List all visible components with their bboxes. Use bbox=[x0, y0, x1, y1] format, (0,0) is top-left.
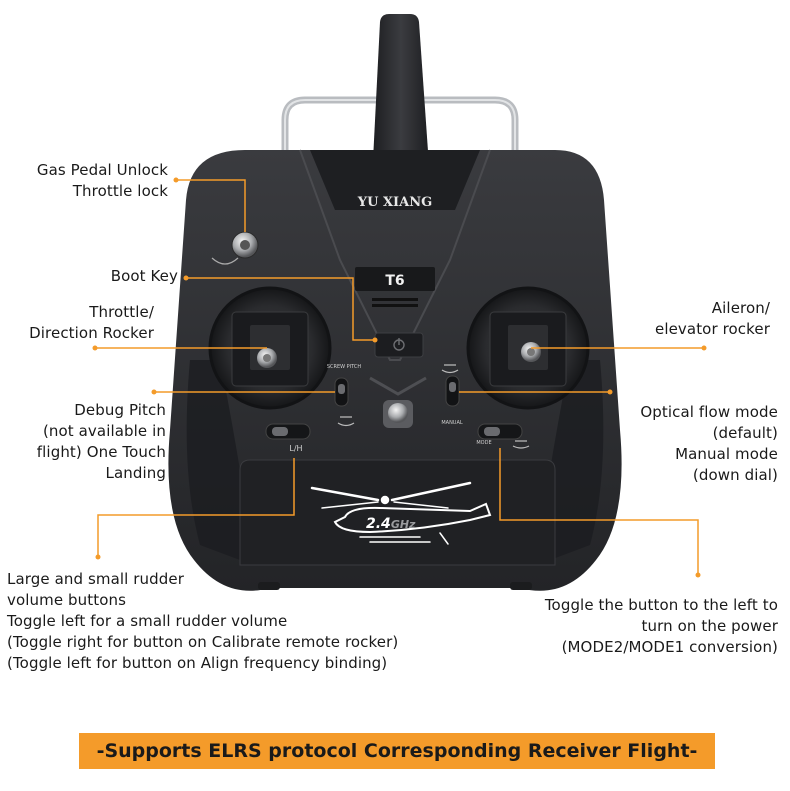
callout-line-gas bbox=[176, 179, 246, 232]
elrs-banner: -Supports ELRS protocol Corresponding Re… bbox=[79, 733, 715, 769]
callout-debug-pitch: Debug Pitch (not available in flight) On… bbox=[36, 401, 166, 482]
callout-line-power bbox=[499, 448, 699, 575]
callout-optical-flow: Optical flow mode (default) Manual mode … bbox=[640, 403, 778, 484]
callout-dots bbox=[92, 177, 707, 578]
callout-throttle-rocker: Throttle/ Direction Rocker bbox=[29, 303, 154, 342]
screw-pitch-label: SCREW PITCH bbox=[327, 364, 362, 370]
callout-gas-pedal: Gas Pedal Unlock Throttle lock bbox=[36, 161, 168, 200]
helicopter-icon bbox=[310, 481, 492, 545]
model-label: T6 bbox=[385, 273, 404, 289]
callout-rudder-volume: Large and small rudder volume buttons To… bbox=[7, 570, 399, 672]
callout-power-toggle: Toggle the button to the left to turn on… bbox=[544, 596, 778, 656]
callout-line-boot bbox=[186, 277, 375, 341]
lock-curve-icon bbox=[211, 257, 239, 265]
frequency-label: 2.4GHz bbox=[366, 516, 416, 532]
antenna bbox=[372, 14, 430, 180]
bottom-panel bbox=[239, 459, 556, 566]
callout-boot-key: Boot Key bbox=[110, 267, 178, 285]
brand-label: YU XIANG bbox=[357, 195, 432, 210]
lh-label: L/H bbox=[289, 444, 302, 453]
helicopter-mini-icon-mode bbox=[512, 440, 530, 449]
callout-lines bbox=[95, 179, 704, 575]
callout-aileron-rocker: Aileron/ elevator rocker bbox=[655, 299, 770, 338]
helicopter-mini-icon-right bbox=[441, 364, 459, 374]
manual-label: MANUAL bbox=[441, 420, 463, 426]
mode-label: MODE bbox=[476, 440, 491, 446]
callout-line-rudder bbox=[97, 458, 295, 557]
helicopter-mini-icon-left bbox=[337, 416, 355, 427]
